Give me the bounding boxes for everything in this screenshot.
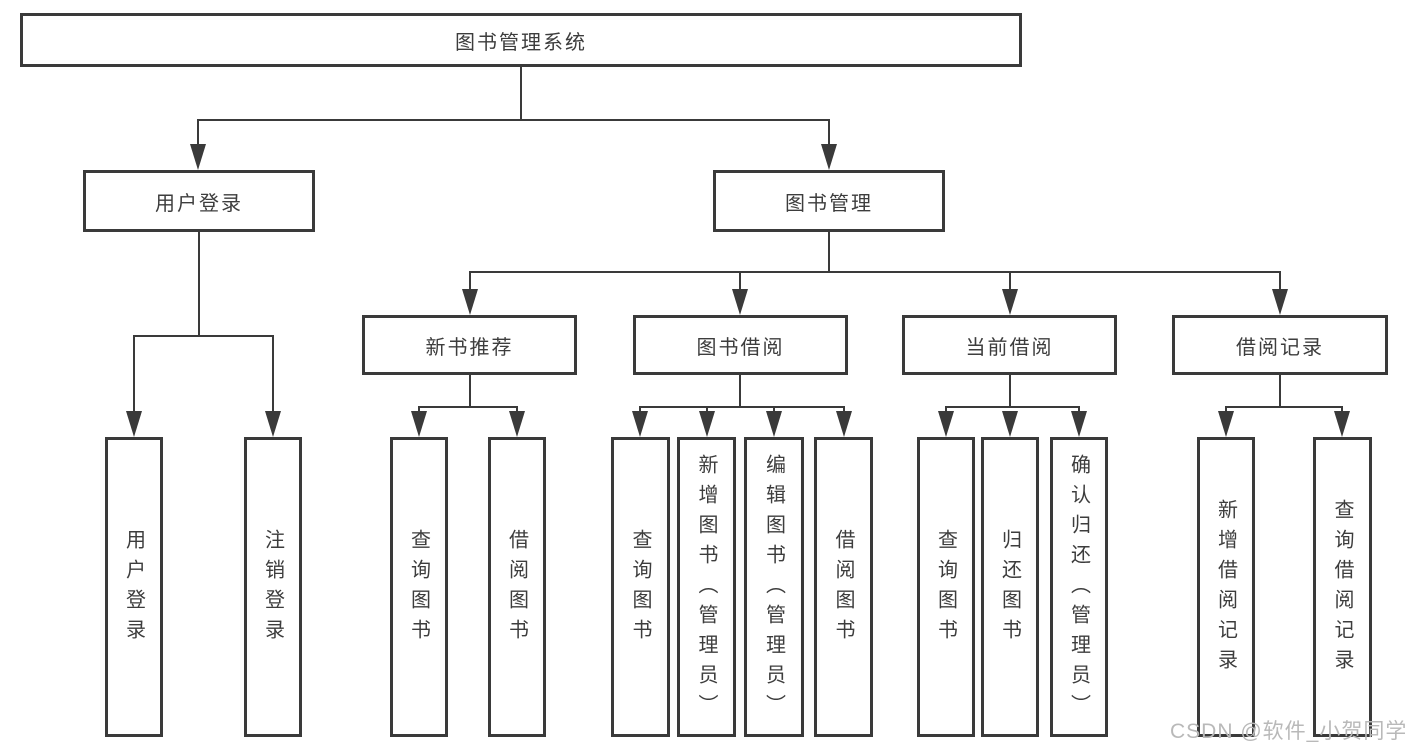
connector-vline — [706, 406, 708, 413]
leaf-query-books: 查询图书 — [390, 437, 448, 737]
connector-vline — [1341, 406, 1343, 413]
arrow-down-icon — [732, 289, 748, 315]
arrow-down-icon — [1334, 411, 1350, 437]
arrow-down-icon — [1272, 289, 1288, 315]
connector-vline — [739, 272, 741, 291]
csdn-watermark: CSDN @软件_小贺同学 — [1170, 720, 1405, 743]
leaf-return-books: 归还图书 — [981, 437, 1039, 737]
connector-vline — [520, 67, 522, 121]
arrow-down-icon — [411, 411, 427, 437]
connector-hline — [197, 119, 830, 121]
connector-vline — [197, 120, 199, 146]
arrow-down-icon — [190, 144, 206, 170]
connector-hline — [418, 406, 518, 408]
connector-vline — [828, 120, 830, 146]
connector-vline — [1009, 272, 1011, 291]
connector-vline — [469, 375, 471, 408]
connector-vline — [272, 336, 274, 413]
connector-vline — [418, 406, 420, 413]
connector-hline — [133, 335, 274, 337]
leaf-edit-book-admin: 编辑图书（管理员） — [744, 437, 804, 737]
connector-vline — [739, 375, 741, 408]
node-current-borrowing: 当前借阅 — [902, 315, 1117, 375]
connector-vline — [1078, 406, 1080, 413]
arrow-down-icon — [462, 289, 478, 315]
connector-hline — [945, 406, 1080, 408]
node-book-borrowing: 图书借阅 — [633, 315, 848, 375]
connector-vline — [133, 336, 135, 413]
connector-vline — [1279, 375, 1281, 408]
connector-vline — [1279, 272, 1281, 291]
connector-hline — [469, 271, 1281, 273]
connector-vline — [828, 232, 830, 273]
connector-vline — [516, 406, 518, 413]
leaf-query-books: 查询图书 — [611, 437, 670, 737]
connector-vline — [843, 406, 845, 413]
arrow-down-icon — [126, 411, 142, 437]
arrow-down-icon — [821, 144, 837, 170]
node-borrowing-records: 借阅记录 — [1172, 315, 1388, 375]
connector-vline — [469, 272, 471, 291]
leaf-borrow-books: 借阅图书 — [488, 437, 546, 737]
connector-vline — [639, 406, 641, 413]
arrow-down-icon — [766, 411, 782, 437]
leaf-add-book-admin: 新增图书（管理员） — [677, 437, 736, 737]
arrow-down-icon — [836, 411, 852, 437]
leaf-borrow-books: 借阅图书 — [814, 437, 873, 737]
leaf-query-borrow-record: 查询借阅记录 — [1313, 437, 1372, 737]
connector-hline — [1225, 406, 1343, 408]
arrow-down-icon — [699, 411, 715, 437]
node-user-login: 用户登录 — [83, 170, 315, 232]
arrow-down-icon — [1071, 411, 1087, 437]
arrow-down-icon — [509, 411, 525, 437]
arrow-down-icon — [632, 411, 648, 437]
leaf-confirm-return-admin: 确认归还（管理员） — [1050, 437, 1108, 737]
connector-hline — [639, 406, 845, 408]
node-new-book-recommendation: 新书推荐 — [362, 315, 577, 375]
connector-vline — [198, 232, 200, 337]
node-book-management: 图书管理 — [713, 170, 945, 232]
connector-vline — [1225, 406, 1227, 413]
node-library-management-system: 图书管理系统 — [20, 13, 1022, 67]
arrow-down-icon — [265, 411, 281, 437]
arrow-down-icon — [1002, 411, 1018, 437]
leaf-logout: 注销登录 — [244, 437, 302, 737]
arrow-down-icon — [938, 411, 954, 437]
connector-vline — [773, 406, 775, 413]
leaf-query-books: 查询图书 — [917, 437, 975, 737]
arrow-down-icon — [1218, 411, 1234, 437]
leaf-user-login: 用户登录 — [105, 437, 163, 737]
arrow-down-icon — [1002, 289, 1018, 315]
leaf-add-borrow-record: 新增借阅记录 — [1197, 437, 1255, 737]
connector-vline — [1009, 375, 1011, 408]
connector-vline — [945, 406, 947, 413]
